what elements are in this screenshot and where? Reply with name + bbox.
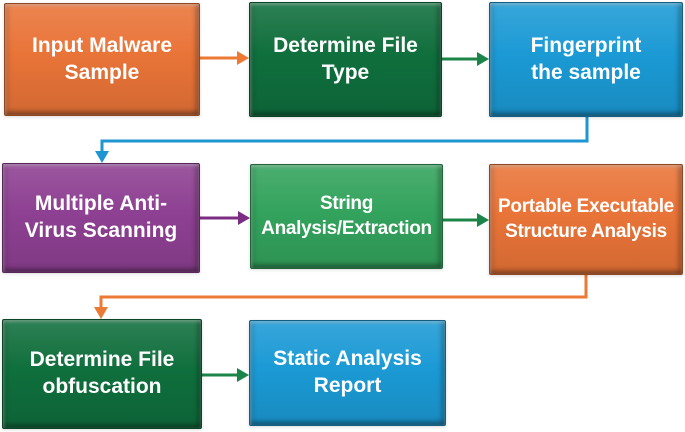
node-input-malware-sample: Input Malware Sample: [4, 3, 200, 116]
node-portable-executable-structure-analysis: Portable Executable Structure Analysis: [489, 164, 683, 275]
node-determine-file-type: Determine File Type: [249, 2, 442, 117]
connector-pe-structure-to-obfuscation: [94, 275, 588, 319]
node-string-analysis-extraction: String Analysis/Extraction: [250, 164, 443, 269]
node-label-input-malware-sample: Input Malware Sample: [31, 33, 173, 84]
node-label-multiple-anti-virus-scanning: Multiple Anti- Virus Scanning: [24, 192, 178, 242]
node-label-static-analysis-report: Static Analysis Report: [273, 347, 422, 397]
node-label-string-analysis-extraction: String Analysis/Extraction: [261, 193, 432, 239]
connector-fingerprint-to-antivirus: [95, 117, 589, 163]
node-label-fingerprint-the-sample: Fingerprint the sample: [530, 33, 642, 84]
node-multiple-anti-virus-scanning: Multiple Anti- Virus Scanning: [2, 163, 200, 273]
node-label-determine-file-obfuscation: Determine File obfuscation: [29, 348, 175, 398]
node-label-portable-executable-structure-analysis: Portable Executable Structure Analysis: [498, 196, 674, 242]
node-fingerprint-the-sample: Fingerprint the sample: [489, 2, 683, 117]
node-determine-file-obfuscation: Determine File obfuscation: [2, 319, 202, 429]
node-label-determine-file-type: Determine File Type: [273, 33, 418, 84]
node-static-analysis-report: Static Analysis Report: [249, 320, 446, 426]
